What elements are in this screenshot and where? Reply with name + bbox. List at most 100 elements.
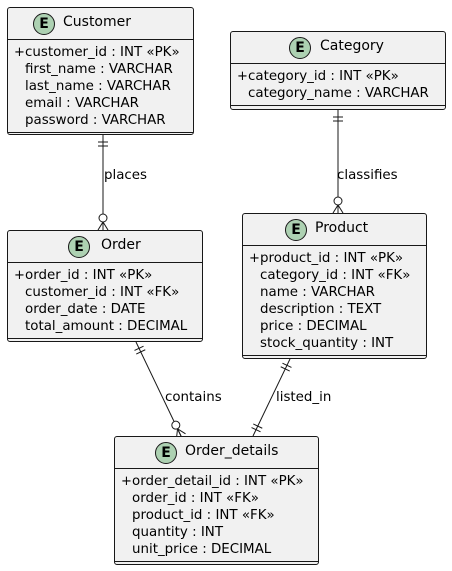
attribute-row: password : VARCHAR (8, 112, 193, 129)
attribute-row: total_amount : DECIMAL (8, 318, 202, 335)
attribute-row: product_id : INT «FK» (115, 507, 318, 524)
cardinality-one-icon (251, 427, 261, 433)
entity-badge-icon: E (289, 37, 311, 59)
entity-customer[interactable]: E Customer +customer_id : INT «PK» first… (7, 7, 194, 135)
attribute-row: quantity : INT (115, 524, 318, 541)
attribute-row: customer_id : INT «FK» (8, 284, 202, 301)
entity-badge-icon: E (155, 442, 177, 464)
crows-foot-icon (177, 428, 182, 437)
entity-product[interactable]: E Product +product_id : INT «PK» categor… (242, 213, 427, 359)
relationship-line-contains (135, 341, 182, 437)
attribute-text: total_amount : DECIMAL (25, 319, 188, 334)
entity-name: Customer (63, 14, 132, 30)
attribute-row: order_date : DATE (8, 301, 202, 318)
entity-order-details[interactable]: E Order_details +order_detail_id : INT «… (114, 436, 319, 565)
cardinality-one-icon (134, 345, 144, 351)
crows-foot-icon (98, 213, 108, 223)
attribute-row: stock_quantity : INT (243, 335, 426, 352)
public-marker: + (121, 474, 132, 489)
crows-foot-icon (102, 221, 109, 231)
crows-foot-icon (333, 196, 343, 206)
attribute-text: category_id : INT «FK» (260, 268, 411, 283)
attribute-text: email : VARCHAR (25, 96, 139, 111)
crows-foot-icon (337, 204, 344, 214)
entity-name: Product (315, 220, 369, 236)
attribute-row: email : VARCHAR (8, 95, 193, 112)
entity-divider (8, 132, 193, 133)
entity-divider (115, 468, 318, 469)
cardinality-one-icon (280, 366, 290, 372)
entity-header: E Customer (8, 8, 193, 39)
crows-foot-icon (332, 204, 339, 214)
cardinality-one-icon (282, 362, 292, 368)
entity-badge-icon: E (285, 219, 307, 241)
attribute-row: +order_id : INT «PK» (8, 267, 202, 284)
entity-badge-icon: E (33, 13, 55, 35)
entity-name: Category (320, 38, 384, 54)
relationship-label-contains: contains (165, 390, 222, 405)
attribute-row: unit_price : DECIMAL (115, 541, 318, 558)
cardinality-one-icon (253, 423, 263, 429)
entity-order[interactable]: E Order +order_id : INT «PK» customer_id… (7, 230, 203, 342)
entity-divider (231, 63, 445, 64)
attribute-text: password : VARCHAR (25, 113, 166, 128)
entity-divider (8, 39, 193, 40)
attribute-list: +customer_id : INT «PK» first_name : VAR… (8, 40, 193, 132)
attribute-text: first_name : VARCHAR (25, 62, 173, 77)
attribute-row: +category_id : INT «PK» (231, 68, 445, 85)
attribute-row: price : DECIMAL (243, 318, 426, 335)
entity-header: E Product (243, 214, 426, 245)
attribute-row: category_id : INT «FK» (243, 267, 426, 284)
entity-badge-icon: E (68, 236, 90, 258)
attribute-text: order_date : DATE (25, 302, 146, 317)
attribute-text: name : VARCHAR (260, 285, 375, 300)
relationship-label-classifies: classifies (337, 168, 398, 183)
entity-divider (243, 245, 426, 246)
attribute-text: unit_price : DECIMAL (132, 542, 272, 557)
relationship-label-places: places (104, 168, 148, 183)
entity-divider (8, 262, 202, 263)
attribute-text: stock_quantity : INT (260, 336, 394, 351)
public-marker: + (237, 69, 248, 84)
attribute-row: +order_detail_id : INT «PK» (115, 473, 318, 490)
relationship-label-listed-in: listed_in (276, 390, 332, 405)
entity-divider (231, 105, 445, 106)
attribute-list: +product_id : INT «PK» category_id : INT… (243, 246, 426, 355)
attribute-text: category_name : VARCHAR (248, 86, 429, 101)
crows-foot-icon (171, 420, 181, 430)
entity-divider (115, 561, 318, 562)
entity-name: Order (101, 237, 141, 253)
attribute-text: customer_id : INT «PK» (25, 45, 180, 60)
attribute-text: category_id : INT «PK» (248, 69, 399, 84)
entity-name: Order_details (185, 443, 279, 459)
attribute-row: first_name : VARCHAR (8, 61, 193, 78)
attribute-text: order_detail_id : INT «PK» (132, 474, 304, 489)
attribute-list: +order_id : INT «PK» customer_id : INT «… (8, 263, 202, 338)
attribute-row: +customer_id : INT «PK» (8, 44, 193, 61)
attribute-list: +order_detail_id : INT «PK» order_id : I… (115, 469, 318, 561)
attribute-row: description : TEXT (243, 301, 426, 318)
attribute-text: description : TEXT (260, 302, 382, 317)
attribute-row: category_name : VARCHAR (231, 85, 445, 102)
attribute-text: customer_id : INT «FK» (25, 285, 180, 300)
cardinality-one-icon (136, 349, 146, 355)
entity-header: E Category (231, 32, 445, 63)
public-marker: + (249, 251, 260, 266)
relationship-line-listed-in (252, 358, 291, 437)
attribute-row: +product_id : INT «PK» (243, 250, 426, 267)
attribute-list: +category_id : INT «PK» category_name : … (231, 64, 445, 105)
public-marker: + (14, 45, 25, 60)
attribute-text: product_id : INT «PK» (260, 251, 404, 266)
entity-category[interactable]: E Category +category_id : INT «PK» categ… (230, 31, 446, 110)
attribute-row: last_name : VARCHAR (8, 78, 193, 95)
attribute-text: order_id : INT «PK» (25, 268, 153, 283)
entity-divider (243, 355, 426, 356)
attribute-text: last_name : VARCHAR (25, 79, 171, 94)
attribute-text: order_id : INT «FK» (132, 491, 259, 506)
entity-header: E Order_details (115, 437, 318, 468)
entity-divider (8, 338, 202, 339)
attribute-text: quantity : INT (132, 525, 223, 540)
attribute-text: product_id : INT «FK» (132, 508, 275, 523)
entity-header: E Order (8, 231, 202, 262)
crows-foot-icon (97, 221, 104, 231)
